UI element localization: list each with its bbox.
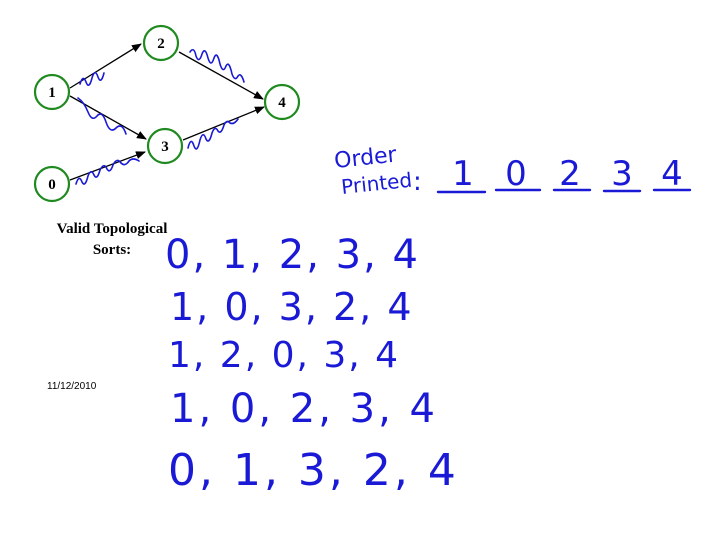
scribble-edge-1-2 (79, 71, 105, 86)
node-2-label: 2 (157, 36, 165, 52)
date-stamp: 11/12/2010 (47, 381, 97, 392)
edge-scribbles (75, 48, 245, 185)
order-item-3: 2 (559, 154, 581, 194)
edge-3-4 (182, 106, 265, 141)
valid-sorts-heading: Valid Topological Sorts: (44, 219, 180, 261)
valid-sorts-heading-line2: Sorts: (92, 242, 132, 258)
order-colon: : (413, 167, 422, 197)
order-item-5: 4 (661, 154, 683, 194)
scribble-edge-1-3 (77, 97, 127, 135)
order-printed-note: Order Printed : 1 0 2 3 4 (333, 142, 692, 199)
node-0-label: 0 (48, 177, 56, 193)
valid-sort-5: 0, 1, 3, 2, 4 (168, 445, 459, 496)
node-0: 0 (33, 165, 71, 203)
valid-sorts-list: 0, 1, 2, 3, 4 1, 0, 3, 2, 4 1, 2, 0, 3, … (165, 232, 459, 496)
valid-sort-2: 1, 0, 3, 2, 4 (170, 285, 414, 329)
valid-sort-1: 0, 1, 2, 3, 4 (165, 232, 420, 278)
order-item-1: 1 (452, 154, 474, 194)
scribble-edge-0-3 (75, 158, 140, 185)
edge-0-3 (69, 151, 146, 181)
edge-1-3 (69, 95, 147, 140)
valid-sort-4: 1, 0, 2, 3, 4 (170, 386, 438, 432)
node-1: 1 (33, 73, 71, 111)
edge-2-4 (178, 51, 264, 100)
graph-nodes: 1 2 3 4 0 (33, 24, 301, 203)
scribble-edge-3-4 (187, 118, 239, 150)
order-item-2: 0 (505, 154, 527, 194)
node-3: 3 (146, 127, 184, 165)
valid-sorts-heading-line1: Valid Topological (56, 221, 168, 237)
node-1-label: 1 (48, 85, 56, 101)
node-4-label: 4 (278, 95, 286, 111)
node-4: 4 (263, 83, 301, 121)
order-item-4: 3 (611, 154, 633, 194)
node-3-label: 3 (161, 139, 169, 155)
scribble-edge-2-4 (189, 48, 245, 83)
valid-sort-3: 1, 2, 0, 3, 4 (168, 335, 400, 376)
node-2: 2 (142, 24, 180, 62)
printed-label: Printed (340, 168, 413, 199)
